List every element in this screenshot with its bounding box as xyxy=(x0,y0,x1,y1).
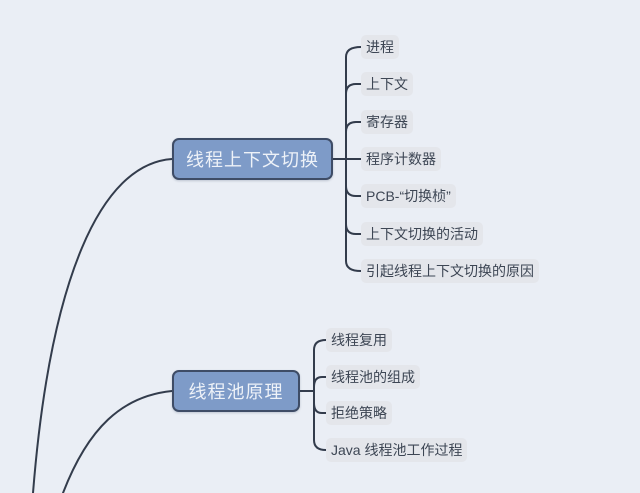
branch1-hook-5 xyxy=(345,185,362,197)
subtopic-pcb-switch-frame[interactable]: PCB-“切换桢” xyxy=(361,184,456,208)
branch1-hook-3 xyxy=(345,121,362,133)
subtopic-java-thread-pool-workflow[interactable]: Java 线程池工作过程 xyxy=(326,438,468,462)
subtopic-context-switch-activity[interactable]: 上下文切换的活动 xyxy=(361,222,483,246)
branch2-hook-2 xyxy=(313,376,327,388)
subtopic-rejection-policy[interactable]: 拒绝策略 xyxy=(326,401,392,425)
subtopic-register[interactable]: 寄存器 xyxy=(361,110,413,134)
branch2-trunk xyxy=(313,339,327,451)
branch1-trunk xyxy=(345,46,362,272)
branch1-hook-6 xyxy=(345,223,362,235)
branch1-hook-2 xyxy=(345,83,362,95)
root-branch-curve-1 xyxy=(32,158,173,493)
branch-node-thread-context-switch[interactable]: 线程上下文切换 xyxy=(172,138,333,180)
subtopic-program-counter[interactable]: 程序计数器 xyxy=(361,147,441,171)
branch2-hook-3 xyxy=(313,402,327,414)
subtopic-thread-pool-composition[interactable]: 线程池的组成 xyxy=(326,365,420,389)
branch-node-thread-pool-principle[interactable]: 线程池原理 xyxy=(172,370,300,412)
root-branch-curve-2 xyxy=(62,390,173,493)
subtopic-context[interactable]: 上下文 xyxy=(361,72,413,96)
subtopic-context-switch-causes[interactable]: 引起线程上下文切换的原因 xyxy=(361,259,539,283)
subtopic-thread-reuse[interactable]: 线程复用 xyxy=(326,328,392,352)
subtopic-process[interactable]: 进程 xyxy=(361,35,399,59)
